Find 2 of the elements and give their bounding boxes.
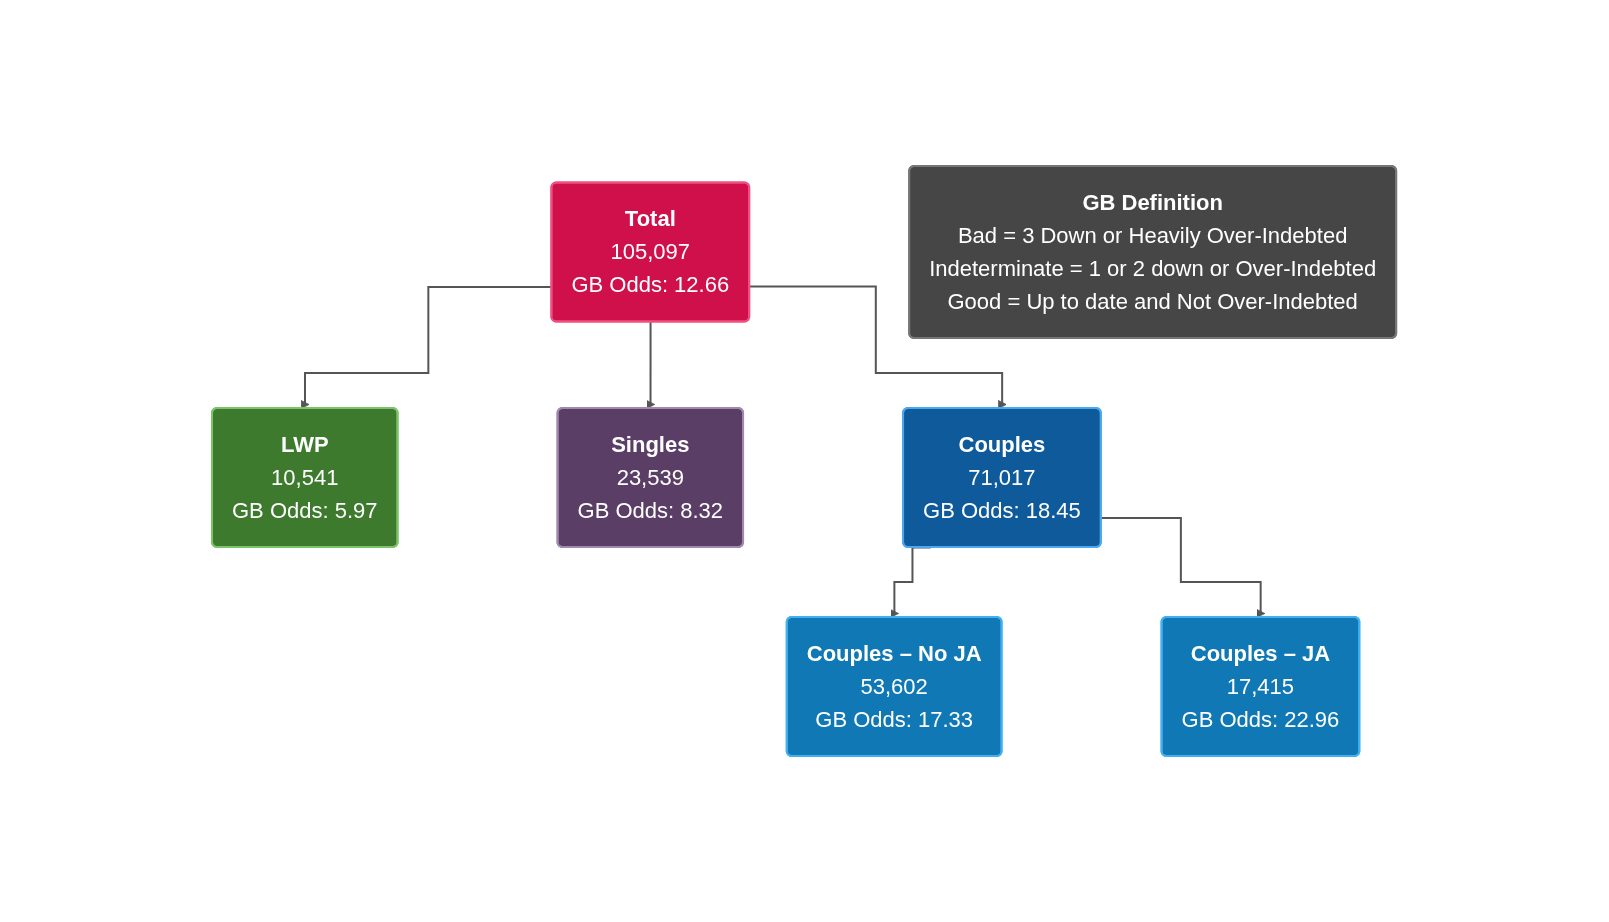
arrow: [749, 285, 1008, 409]
arrow: [646, 321, 656, 409]
